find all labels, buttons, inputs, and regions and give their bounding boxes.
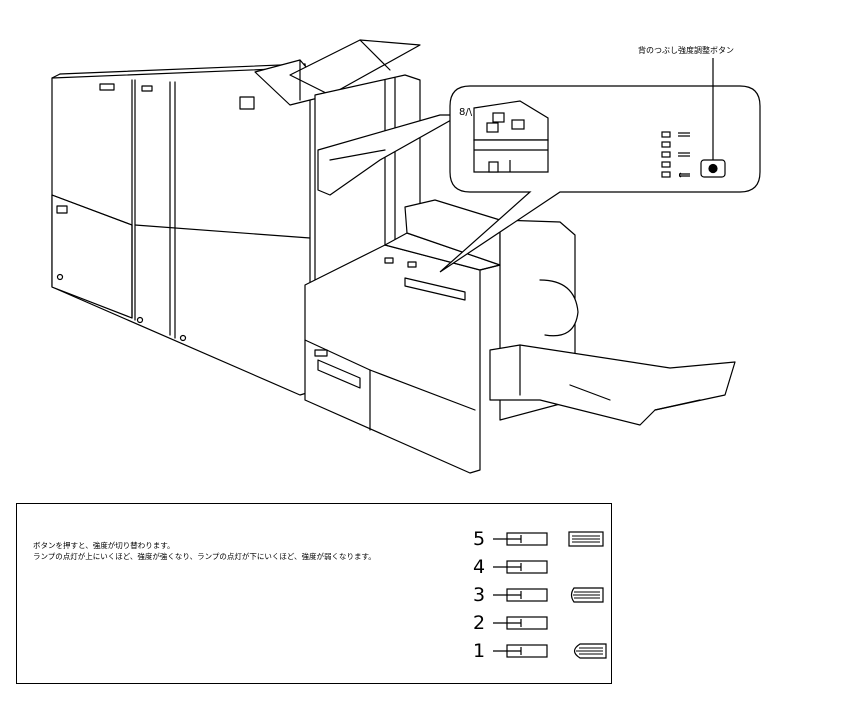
level-row-3: 3 [473, 584, 604, 606]
level-row-5: 5 [473, 528, 604, 550]
lamp-icon [493, 560, 548, 574]
medium-lines-icon [570, 587, 604, 603]
lamp-icon [493, 588, 548, 602]
level-number: 4 [473, 556, 486, 578]
main-unit-body [51, 63, 311, 396]
lamp-icon [493, 616, 548, 630]
finisher-unit [304, 199, 576, 474]
svg-text:8/\: 8/\ [459, 107, 473, 118]
legend-line-1: ボタンを押すと、強度が切り替わります。 [33, 541, 175, 550]
lamp-icon [493, 644, 548, 658]
control-panel-callout: 8/\ [439, 58, 761, 273]
strong-lines-icon [568, 531, 604, 547]
level-number: 2 [473, 612, 486, 634]
callout-label: 背のつぶし強度調整ボタン [638, 46, 734, 55]
booklet-output-tray [489, 279, 736, 426]
level-number: 5 [473, 528, 486, 550]
level-number: 3 [473, 584, 486, 606]
level-row-1: 1 [473, 640, 607, 662]
weak-lines-icon [573, 643, 607, 659]
level-row-2: 2 [473, 612, 603, 634]
lamp-icon [493, 532, 548, 546]
legend-description: ボタンを押すと、強度が切り替わります。 ランプの点灯が上にいくほど、強度が強くな… [33, 540, 376, 562]
level-number: 1 [473, 640, 486, 662]
legend-box: ボタンを押すと、強度が切り替わります。 ランプの点灯が上にいくほど、強度が強くな… [16, 503, 612, 684]
level-row-4: 4 [473, 556, 603, 578]
legend-line-2: ランプの点灯が上にいくほど、強度が強くなり、ランプの点灯が下にいくほど、強度が弱… [33, 552, 376, 561]
